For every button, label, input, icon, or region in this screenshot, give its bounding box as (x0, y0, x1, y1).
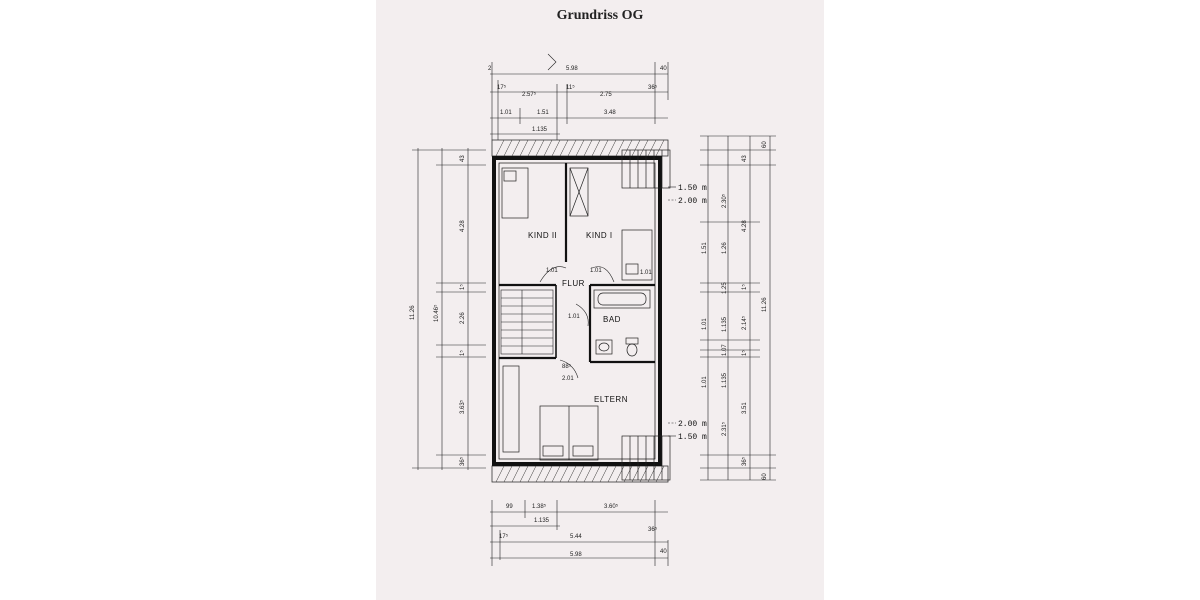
room-label-flur: FLUR (562, 279, 585, 288)
dim-label: 11.26 (762, 297, 768, 312)
dim-label: 5.44 (570, 534, 582, 540)
dim-label: 36⁵ (648, 526, 658, 533)
room-label-kind-ii: KIND II (528, 231, 557, 240)
dim-label: 17⁵ (499, 533, 509, 540)
room-label-kind-i: KIND I (586, 231, 613, 240)
dim-label: 99 (506, 504, 513, 510)
dim-label: 1.25 (722, 282, 728, 294)
dims-bottom (490, 500, 669, 566)
dim-label: 40 (660, 549, 667, 555)
dim-label: 1.01 (702, 376, 708, 388)
dim-label: 2.26 (460, 312, 466, 324)
dim-label: 1.135 (722, 372, 728, 388)
dim-label: 43 (742, 155, 748, 162)
dim-label: 1.51 (537, 110, 549, 116)
ceiling-height-label: 1.50 m (678, 184, 707, 193)
dim-label: 60 (762, 141, 768, 148)
dim-label: 2.30⁵ (721, 193, 728, 208)
balcony-bottom (621, 435, 671, 481)
dim-label: 5.98 (566, 66, 578, 72)
roof-hatch-bottom (491, 465, 669, 483)
dim-label: 1.26 (722, 242, 728, 254)
dim-label: 4.28 (460, 220, 466, 232)
ceiling-height-label: 2.00 m (678, 420, 707, 429)
dims-left-labels: 11.26 10.46⁵ 43 4.28 1⁵ 2.26 1⁵ 3.63⁵ 36… (410, 155, 466, 466)
dim-label: 36⁵ (648, 84, 658, 91)
door-size-label: 1.01 (640, 270, 652, 276)
dim-label: 1⁵ (741, 350, 748, 356)
dims-bottom-labels: 99 1.38⁵ 3.60⁵ 1.135 17⁵ 5.44 36⁵ 5.98 4… (499, 503, 667, 558)
dims-right-labels: 11.26 60 43 4.28 1⁵ 2.14⁵ 1⁵ 3.51 36⁵ 60… (702, 141, 768, 480)
dim-label: 2.57⁵ (522, 91, 537, 98)
dim-label: 1⁵ (741, 284, 748, 290)
paper-sheet (376, 0, 824, 600)
dim-label: 1.135 (532, 127, 548, 133)
dim-label: 1.135 (722, 316, 728, 332)
ceiling-height-markers: 1.50 m 2.00 m 2.00 m 1.50 m (668, 184, 707, 442)
wardrobe-eltern (502, 365, 520, 453)
page-title: Grundriss OG (556, 8, 644, 23)
dim-label: 1⁵ (459, 284, 466, 290)
dim-label: 2.75 (600, 92, 612, 98)
bed-eltern (539, 405, 599, 461)
door-size-label: 2.01 (562, 376, 574, 382)
dim-label: 3.51 (742, 402, 748, 414)
dim-label: 1.51 (702, 242, 708, 254)
dims-right (700, 135, 776, 481)
dim-label: 17⁵ (497, 84, 507, 91)
roof-hatch-top (491, 139, 669, 157)
dim-label: 60 (762, 473, 768, 480)
ceiling-height-label: 1.50 m (678, 433, 707, 442)
dim-label: 10.46⁵ (433, 304, 440, 322)
dim-label: 1.01 (500, 110, 512, 116)
door-size-label: 1.01 (546, 268, 558, 274)
toilet (625, 337, 639, 357)
bathtub (593, 289, 651, 309)
dim-label: 3.48 (604, 110, 616, 116)
dim-label: 2.31⁵ (721, 421, 728, 436)
dim-label: 4.28 (742, 220, 748, 232)
outer-walls (492, 156, 662, 466)
dim-label: 11⁵ (566, 84, 575, 91)
ceiling-height-label: 2.00 m (678, 197, 707, 206)
dim-label: 1.135 (534, 518, 550, 524)
door-size-label: 88⁵ (562, 363, 572, 370)
dims-left (412, 148, 486, 470)
dim-label: 43 (460, 155, 466, 162)
door-swings (539, 266, 615, 379)
wardrobe-kind-i (569, 167, 589, 217)
staircase (500, 289, 554, 355)
dim-label: 1⁵ (459, 350, 466, 356)
dim-label: 1.38⁵ (532, 503, 547, 510)
dim-label: 36⁵ (741, 456, 748, 466)
dim-label: 2 (488, 66, 492, 72)
room-label-eltern: ELTERN (594, 395, 628, 404)
door-size-label: 1.01 (568, 314, 580, 320)
bed-kind-ii (501, 167, 529, 219)
dim-label: 3.63⁵ (459, 399, 466, 414)
door-size-label: 1.01 (590, 268, 602, 274)
dim-label: 3.60⁵ (604, 503, 619, 510)
dims-top (490, 53, 669, 140)
dim-label: 36⁵ (459, 456, 466, 466)
dims-top-labels: 2 5.98 40 17⁵ 2.57⁵ 11⁵ 2.75 36⁵ 1.01 1.… (488, 66, 667, 133)
dim-label: 11.26 (410, 305, 416, 320)
dim-label: 2.14⁵ (741, 315, 748, 330)
balcony-top (621, 149, 671, 189)
sink (595, 339, 613, 355)
interior-walls (499, 163, 655, 364)
dim-label: 1.01 (702, 318, 708, 330)
room-label-bad: BAD (603, 315, 621, 324)
dim-label: 1.07 (722, 344, 728, 356)
dim-label: 5.98 (570, 552, 582, 558)
bed-kind-i (621, 229, 653, 281)
dim-label: 40 (660, 66, 667, 72)
